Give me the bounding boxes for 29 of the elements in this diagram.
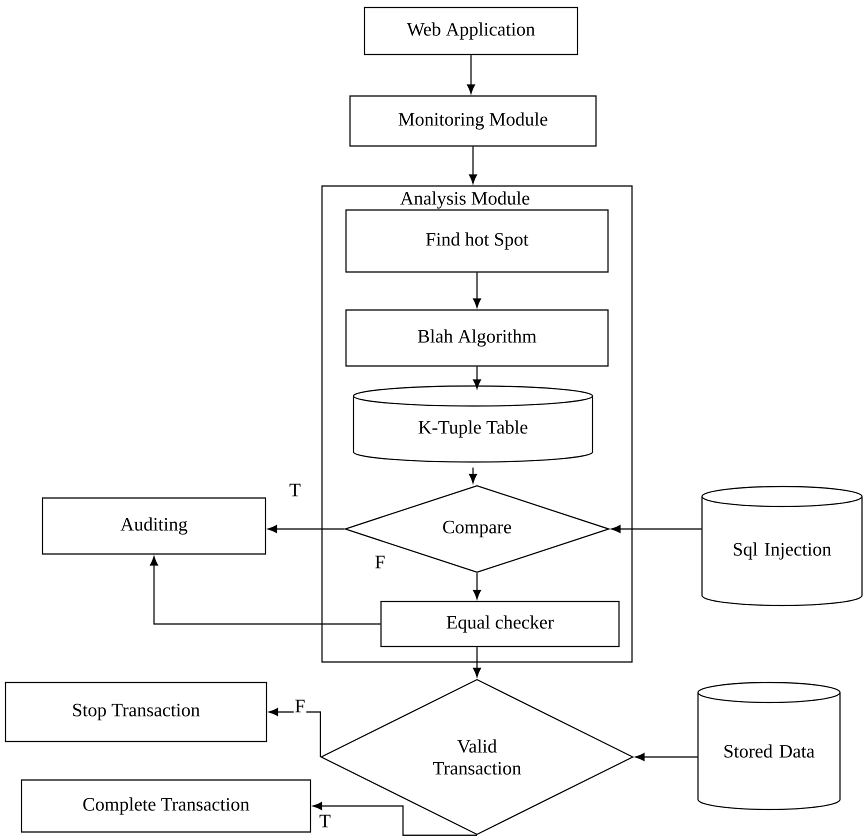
process-box: Auditing <box>42 497 266 555</box>
edge-label: T <box>318 814 332 828</box>
process-box: Web Application <box>364 6 578 56</box>
edge-label: T <box>288 482 302 498</box>
arrow <box>467 55 476 94</box>
arrow <box>473 272 482 308</box>
arrow <box>268 708 321 757</box>
arrow <box>268 525 344 533</box>
process-box: Stop Transaction <box>4 682 268 742</box>
process-box: Blah Algorithm <box>345 309 609 367</box>
arrow <box>150 556 380 625</box>
arrow <box>312 802 477 836</box>
arrow <box>469 146 478 184</box>
arrow <box>469 468 478 484</box>
database-cylinder: Stored Data <box>697 682 841 810</box>
arrow <box>473 647 482 678</box>
database-cylinder: Sql Injection <box>701 486 863 606</box>
process-box: Complete Transaction <box>20 779 312 833</box>
database-cylinder: K-Tuple Table <box>352 385 594 463</box>
arrow <box>635 753 698 761</box>
process-box: Monitoring Module <box>349 95 597 147</box>
process-box: Find hot Spot <box>345 209 609 273</box>
arrow <box>473 366 482 389</box>
arrow <box>473 573 482 600</box>
edge-label: F <box>294 698 306 714</box>
arrow <box>611 525 702 533</box>
module-heading: Analysis Module <box>400 191 530 209</box>
edge-label: F <box>374 554 386 570</box>
process-box: Equal checker <box>380 600 620 648</box>
